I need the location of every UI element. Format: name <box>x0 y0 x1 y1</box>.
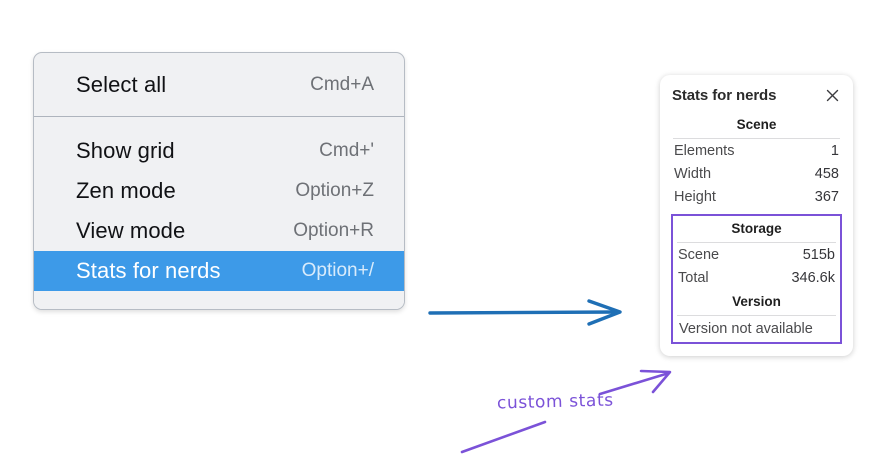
menu-item-label: Zen mode <box>76 178 176 203</box>
menu-group-2: Show grid Cmd+' Zen mode Option+Z View m… <box>34 117 404 291</box>
custom-stats-highlight-box: Storage Scene 515b Total 346.6k Version … <box>671 214 842 344</box>
stat-row: Total 346.6k <box>675 266 838 289</box>
stat-label: Width <box>674 166 712 182</box>
section-header-storage: Storage <box>731 221 782 236</box>
menu-group-1: Select all Cmd+A <box>34 53 404 116</box>
stat-label: Height <box>674 189 716 205</box>
divider <box>677 315 836 316</box>
divider <box>677 242 836 243</box>
stat-value: 346.6k <box>791 270 835 286</box>
menu-footer-spacer <box>34 291 404 309</box>
close-icon[interactable] <box>824 87 841 104</box>
annotation-custom-stats-label: custom stats <box>496 390 614 414</box>
version-value: Version not available <box>679 321 813 337</box>
stat-value: 1 <box>830 143 839 159</box>
stat-row: Elements 1 <box>671 139 842 162</box>
blue-arrow <box>428 299 622 326</box>
menu-item-shortcut: Option+/ <box>301 260 374 281</box>
section-header-scene: Scene <box>736 117 777 132</box>
stats-panel-title: Stats for nerds <box>672 87 777 104</box>
stats-panel-header: Stats for nerds <box>671 85 842 112</box>
stat-value: 515b <box>802 247 835 263</box>
menu-item-show-grid[interactable]: Show grid Cmd+' <box>34 131 404 171</box>
menu-separator <box>34 116 404 117</box>
context-menu[interactable]: Select all Cmd+A Show grid Cmd+' Zen mod… <box>33 52 405 310</box>
stat-label: Elements <box>674 143 735 159</box>
purple-underline-stroke <box>460 420 547 454</box>
menu-item-label: Select all <box>76 72 167 97</box>
menu-item-select-all[interactable]: Select all Cmd+A <box>34 65 404 105</box>
stat-label: Total <box>678 270 709 286</box>
stat-label: Scene <box>678 247 720 263</box>
stat-row: Scene 515b <box>675 243 838 266</box>
stat-row: Height 367 <box>671 185 842 208</box>
menu-item-shortcut: Cmd+A <box>310 74 374 95</box>
menu-item-stats-for-nerds[interactable]: Stats for nerds Option+/ <box>34 251 404 291</box>
menu-item-zen-mode[interactable]: Zen mode Option+Z <box>34 171 404 211</box>
menu-item-shortcut: Cmd+' <box>319 140 374 161</box>
section-header-version: Version <box>732 294 781 309</box>
stat-value: 458 <box>814 166 839 182</box>
stats-for-nerds-panel: Stats for nerds Scene Elements 1 Width 4… <box>660 75 853 356</box>
menu-item-shortcut: Option+R <box>293 220 374 241</box>
stat-row: Width 458 <box>671 162 842 185</box>
divider <box>673 138 840 139</box>
menu-item-label: View mode <box>76 218 186 243</box>
menu-item-label: Stats for nerds <box>76 258 221 283</box>
stat-value: 367 <box>814 189 839 205</box>
menu-item-label: Show grid <box>76 138 175 163</box>
menu-item-view-mode[interactable]: View mode Option+R <box>34 211 404 251</box>
menu-item-shortcut: Option+Z <box>295 180 374 201</box>
